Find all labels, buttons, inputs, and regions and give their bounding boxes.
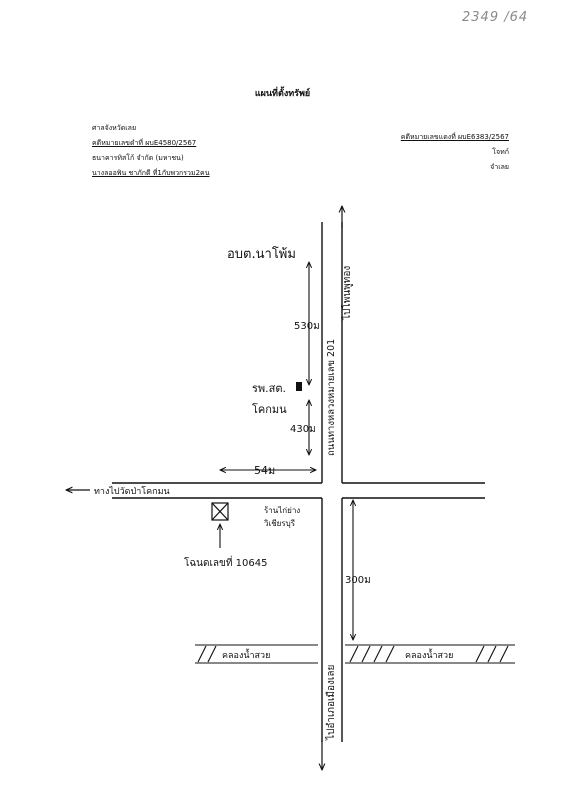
canal-right [345,644,515,664]
header-left: ศาลจังหวัดเลย คดีหมายเลขดำที่ ผบE4580/25… [92,121,210,181]
court-name: ศาลจังหวัดเลย [92,124,137,132]
main-road-upper [321,222,343,483]
shop-label: ร้านไก่ย่าง [264,506,300,515]
land-title-label: โฉนดเลขที่ 10645 [184,555,267,569]
to-top-label: ไปโพนพูทอง [340,266,353,321]
main-road-lower [321,498,343,742]
canal-right-label: คลองน้ำสวย [405,648,453,661]
page-number: 2349 /64 [462,10,529,25]
to-bottom-label: ไปอำเภอเมืองเลย [325,665,337,741]
dist-horizontal-label: 54ม [254,464,275,477]
red-case-number: คดีหมายเลขแดงที่ ผบE6383/2567 [400,133,509,141]
landmark-top-label: อบต.นาโพ้ม [227,246,296,262]
hospital-label: รพ.สต. [252,382,286,395]
defendant-name: นางลออพิน ชาภักดี ที่1กับพวกรวม2คน [92,169,210,177]
document-title: แผนที่ตั้งทรัพย์ [254,89,311,99]
side-road-right [342,482,485,499]
dist-middle-label: 430ม [290,424,316,435]
to-left-label: ทางไปวัดป่าโคกมน [94,486,170,497]
canal-left-label: คลองน้ำสวย [222,648,270,661]
land-parcel-icon [211,502,229,521]
road-vertical-label: ถนนทางหลวงหมายเลข 201 [326,339,337,456]
shop-name-label: วิเชียรบุรี [263,519,295,528]
plaintiff-label: โจทก์ [492,148,509,156]
dist-bottom-label: 300ม [345,575,371,586]
side-road-left [112,482,322,499]
black-case-number: คดีหมายเลขดำที่ ผบE4580/2567 [92,139,197,147]
plaintiff-name: ธนาคารทิสโก้ จำกัด (มหาชน) [92,154,184,162]
defendant-label: จำเลย [490,163,509,171]
dist-top-label: 530ม [294,321,320,332]
hospital-place-label: โคกมน [252,402,287,416]
hospital-icon [296,382,302,391]
header-right: คดีหมายเลขแดงที่ ผบE6383/2567 โจทก์ จำเล… [401,130,509,175]
canal-left [195,644,318,664]
